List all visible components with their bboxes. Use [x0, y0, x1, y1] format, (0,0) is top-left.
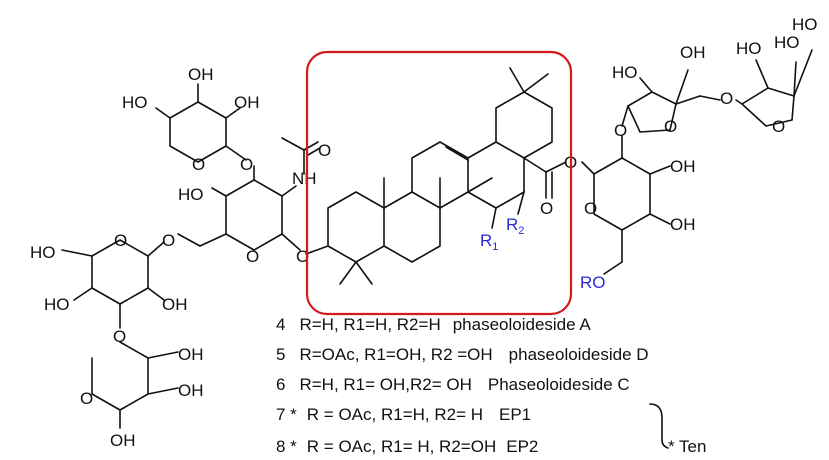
label-ester-o: O [540, 199, 553, 218]
label-ring-o: O [246, 247, 259, 266]
label-r2: R2 [506, 215, 524, 237]
label-ho: HO [44, 295, 70, 314]
label-ring-o: O [584, 199, 597, 218]
left-sugar-chain [61, 83, 321, 429]
label-ho: HO [792, 15, 818, 34]
label-ring-o: O [192, 155, 205, 174]
label-ho: HO [736, 39, 762, 58]
label-ro: RO [580, 273, 606, 292]
label-oh: OH [178, 381, 204, 400]
label-ho: HO [612, 63, 638, 82]
label-oh: OH [670, 215, 696, 234]
label-ring-o: O [664, 117, 677, 136]
label-oh: OH [178, 345, 204, 364]
label-ring-o: O [114, 231, 127, 250]
label-ho: HO [30, 243, 56, 262]
label-carbonyl-o: O [318, 141, 331, 160]
label-link-o: O [162, 231, 175, 250]
label-oh: OH [162, 295, 188, 314]
label-oh: OH [680, 43, 706, 62]
label-ho: HO [122, 93, 148, 112]
label-link-o: O [113, 327, 126, 346]
triterpene-core [305, 67, 567, 285]
label-oh: OH [234, 93, 260, 112]
atom-labels: OH HO OH O O O NH HO O O O O HO HO OH O … [30, 15, 818, 450]
label-ring-o: O [772, 117, 785, 136]
highlight-box [305, 50, 573, 316]
label-ho: HO [774, 33, 800, 52]
label-link-o: O [614, 121, 627, 140]
label-oh: OH [188, 65, 214, 84]
label-oh: OH [670, 157, 696, 176]
bracket-note: * Ten [668, 437, 706, 456]
label-link-o: O [720, 89, 733, 108]
label-oh: OH [110, 431, 136, 450]
label-glycosidic-o: O [240, 155, 253, 174]
right-sugar-chain [581, 49, 813, 275]
bracket [649, 403, 669, 449]
label-nh: NH [292, 169, 317, 188]
label-ring-o: O [80, 389, 93, 408]
label-ho: HO [178, 185, 204, 204]
label-r1: R1 [480, 231, 498, 253]
